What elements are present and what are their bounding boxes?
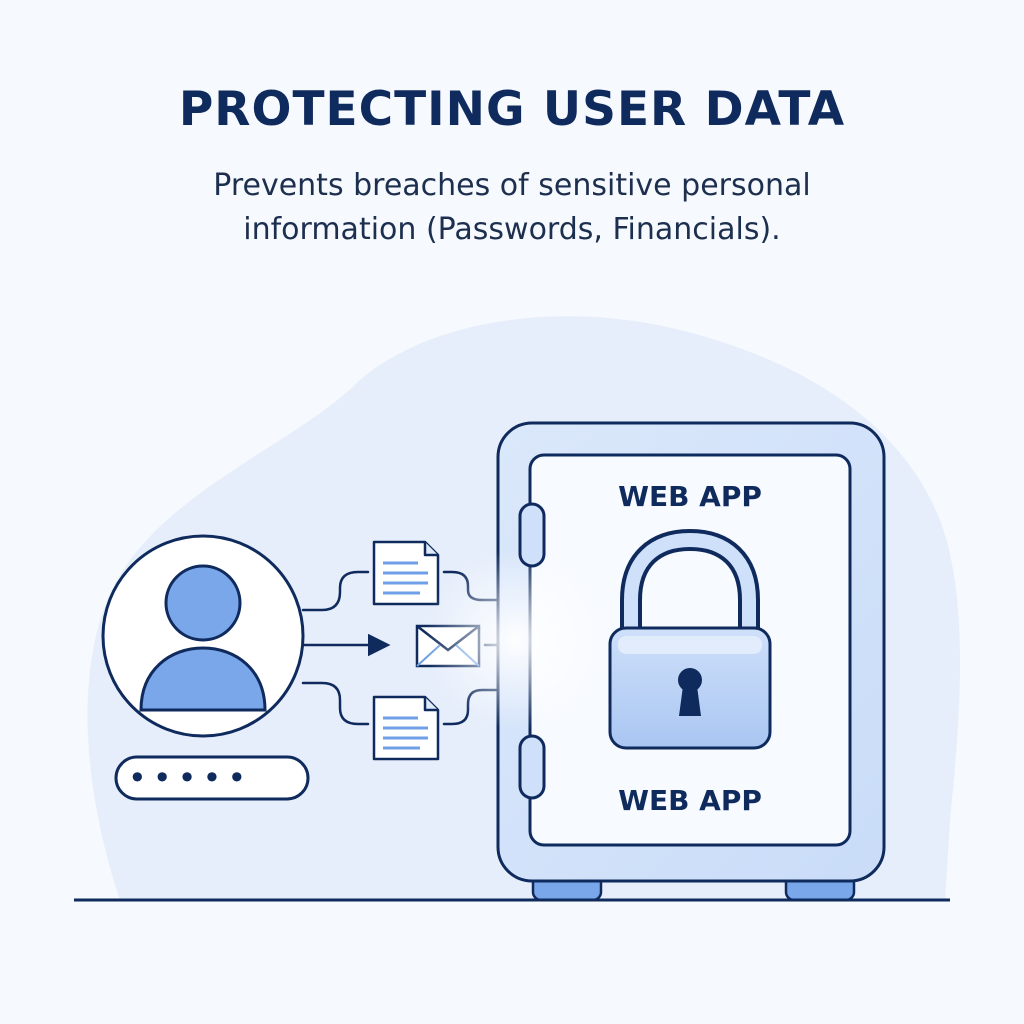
connector-bottom (301, 681, 370, 726)
padlock-icon (608, 528, 772, 750)
user-avatar (101, 534, 305, 738)
page-subtitle: Prevents breaches of sensitive personal … (112, 164, 912, 252)
safe-label-top: WEB APP (618, 480, 762, 513)
safe-vault: WEB APP WEB APP (425, 421, 886, 883)
password-field: ••••• (114, 755, 310, 801)
safe-label-bottom: WEB APP (618, 784, 762, 817)
subtitle-line-2: information (Passwords, Financials). (243, 212, 781, 247)
connector-top (301, 570, 370, 612)
safe-hinge-bottom (518, 734, 546, 800)
document-icon (372, 540, 440, 606)
document-icon (372, 695, 440, 761)
safe-hinge-top (518, 502, 546, 568)
subtitle-line-1: Prevents breaches of sensitive personal (213, 168, 811, 203)
page-title: PROTECTING USER DATA (178, 82, 846, 137)
password-mask: ••••• (128, 759, 252, 797)
